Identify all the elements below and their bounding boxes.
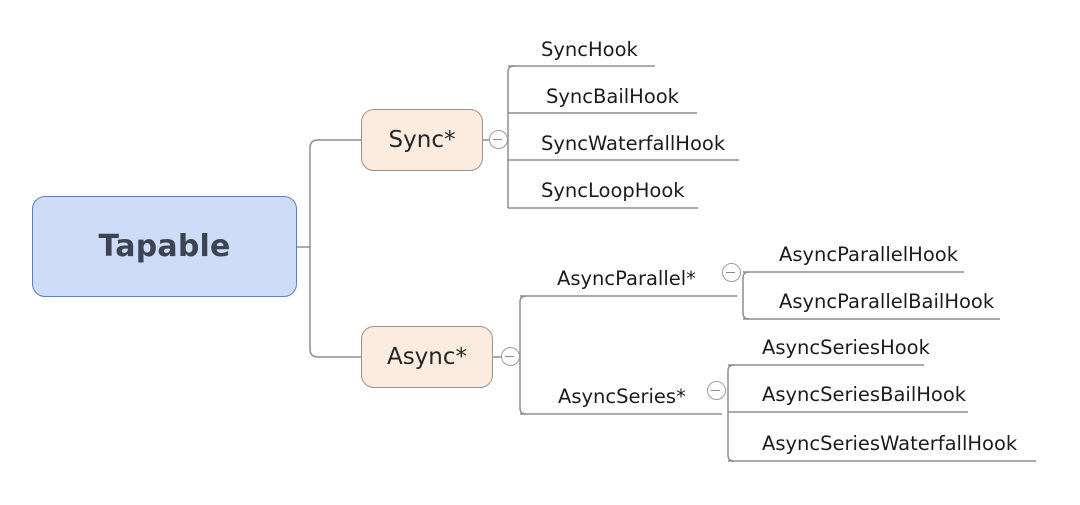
collapse-minus-icon-async-series[interactable] — [707, 381, 726, 400]
wire-root-to-sync — [309, 139, 361, 247]
wire-sync-spine — [507, 65, 515, 208]
leaf-async-parallel-hook[interactable]: AsyncParallelHook — [779, 243, 958, 266]
root-node-label: Tapable — [98, 229, 231, 264]
wire-async-spine — [519, 295, 527, 415]
leaf-async-parallel-bail-hook[interactable]: AsyncParallelBailHook — [779, 290, 995, 313]
group-node-async-parallel[interactable]: AsyncParallel* — [557, 267, 696, 290]
leaf-sync-loop-hook[interactable]: SyncLoopHook — [541, 179, 685, 202]
leaf-sync-bail-hook[interactable]: SyncBailHook — [546, 85, 679, 108]
collapse-minus-icon-sync[interactable] — [489, 130, 508, 149]
collapse-minus-icon-async-parallel[interactable] — [722, 263, 741, 282]
branch-node-async[interactable]: Async* — [361, 326, 493, 388]
branch-node-sync-label: Sync* — [388, 127, 456, 153]
leaf-sync-hook[interactable]: SyncHook — [541, 38, 638, 61]
leaf-async-series-bail-hook[interactable]: AsyncSeriesBailHook — [762, 383, 967, 406]
leaf-async-series-waterfall-hook[interactable]: AsyncSeriesWaterfallHook — [762, 432, 1018, 455]
leaf-async-series-hook[interactable]: AsyncSeriesHook — [762, 336, 930, 359]
leaf-sync-waterfall-hook[interactable]: SyncWaterfallHook — [541, 132, 726, 155]
group-node-async-series[interactable]: AsyncSeries* — [558, 385, 686, 408]
wire-asyncseries-spine — [727, 364, 735, 462]
collapse-minus-icon-async[interactable] — [501, 347, 520, 366]
branch-node-sync[interactable]: Sync* — [361, 109, 483, 171]
wire-asyncparallel-spine — [742, 271, 750, 320]
wire-root-to-async — [309, 247, 361, 358]
branch-node-async-label: Async* — [386, 344, 468, 370]
root-node-tapable[interactable]: Tapable — [32, 196, 297, 297]
